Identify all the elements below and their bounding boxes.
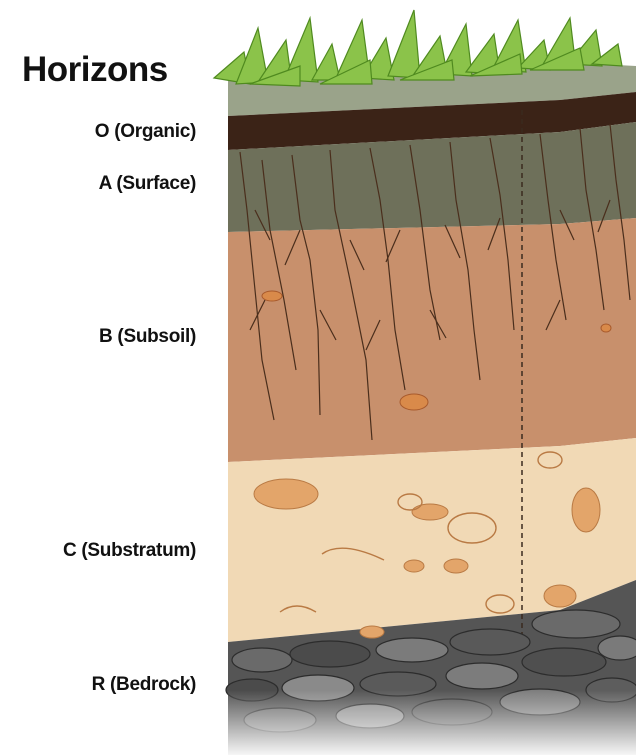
bedrock-fade [228,690,636,755]
